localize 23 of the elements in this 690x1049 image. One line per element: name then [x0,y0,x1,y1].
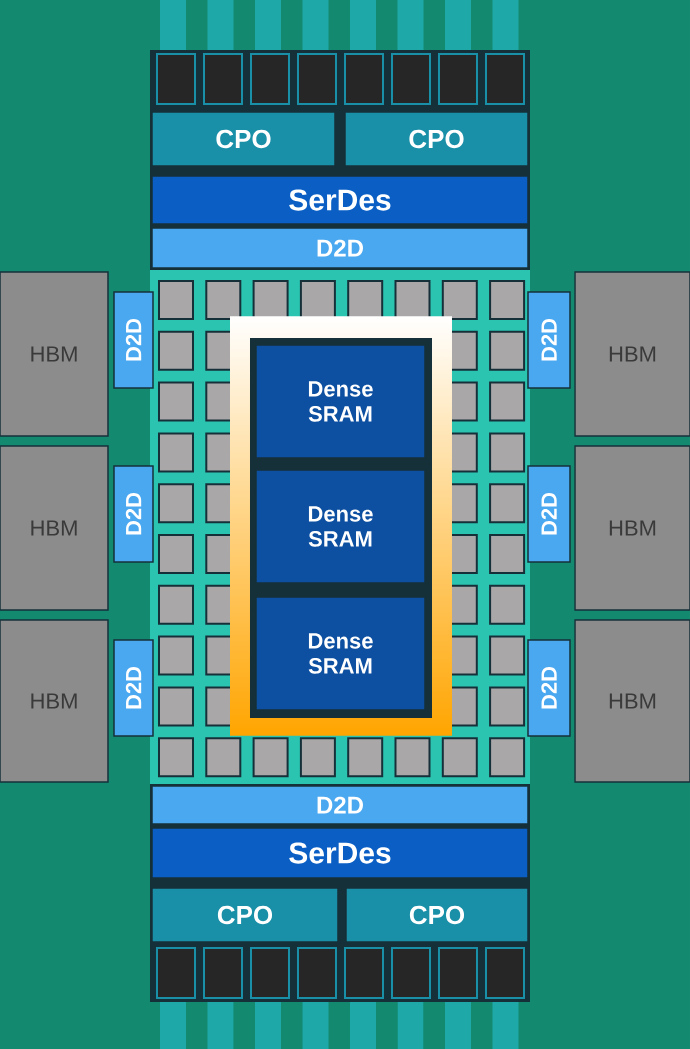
sram-block: Dense SRAM [255,596,426,711]
hbm-block: HBM [574,445,690,611]
hbm-block: HBM [574,619,690,783]
sram-block: Dense SRAM [255,344,426,459]
d2d-block: D2D [527,291,571,389]
d2d-block: D2D [151,785,529,825]
d2d-block: D2D [113,291,154,389]
d2d-block: D2D [527,465,571,563]
hbm-block: HBM [0,445,109,611]
cpo-block: CPO [151,887,339,943]
serdes-block: SerDes [151,175,529,225]
d2d-block: D2D [113,639,154,737]
serdes-block: SerDes [151,827,529,879]
hbm-block: HBM [0,619,109,783]
d2d-block: D2D [151,227,529,269]
hbm-block: HBM [574,271,690,437]
sram-block: Dense SRAM [255,469,426,584]
cpo-block: CPO [344,111,529,167]
cpo-block: CPO [151,111,336,167]
d2d-block: D2D [527,639,571,737]
hbm-block: HBM [0,271,109,437]
cpo-block: CPO [345,887,529,943]
d2d-block: D2D [113,465,154,563]
